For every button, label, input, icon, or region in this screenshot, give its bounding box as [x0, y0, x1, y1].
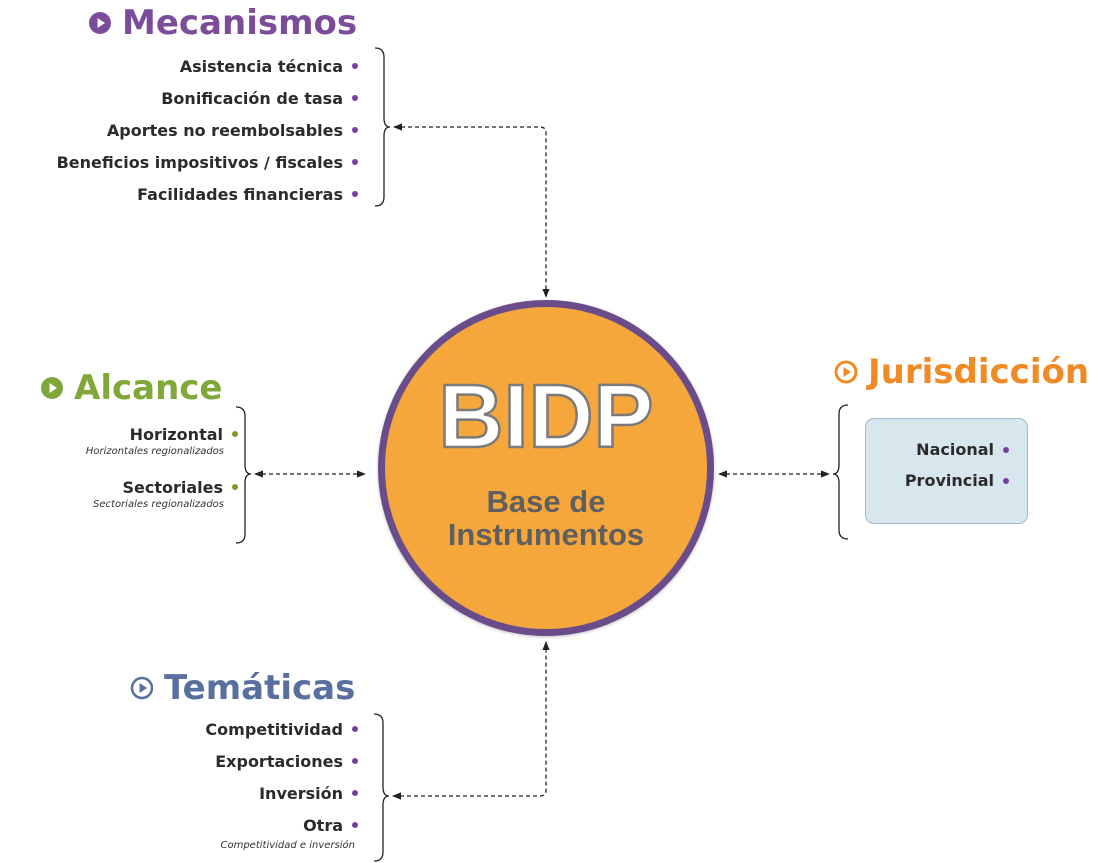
bullet-dot — [352, 191, 358, 197]
item-label: Exportaciones — [215, 751, 343, 771]
list-item: Beneficios impositivos / fiscales — [0, 146, 358, 178]
jurisdiccion-title-text: Jurisdicción — [868, 352, 1090, 392]
item-label: Inversión — [259, 783, 343, 803]
item-sublabel: Competitividad e inversión — [220, 840, 355, 851]
item-sublabel: Horizontales regionalizados — [85, 446, 224, 457]
bullet-dot — [352, 127, 358, 133]
item-label: Provincial — [904, 471, 994, 490]
play-circle-icon — [41, 377, 63, 399]
mecanismos-bracket — [374, 47, 391, 207]
list-item: Inversión — [58, 777, 358, 809]
jurisdiccion-list: Nacional Provincial — [905, 434, 1009, 496]
item-label: Sectoriales — [122, 477, 223, 497]
bullet-dot — [1003, 477, 1009, 484]
bullet-dot — [232, 484, 238, 490]
bullet-dot — [352, 726, 358, 732]
alcance-bracket — [235, 406, 252, 544]
list-item: Nacional — [905, 434, 1009, 465]
list-item: Asistencia técnica — [0, 50, 358, 82]
play-circle-icon — [130, 676, 154, 700]
item-label: Competitividad — [205, 719, 343, 739]
alcance-list: Horizontal Horizontales regionalizados S… — [0, 422, 238, 510]
list-item: Bonificación de tasa — [0, 82, 358, 114]
alcance-title-text: Alcance — [74, 368, 223, 408]
center-subtitle-line1: Base de — [486, 484, 606, 519]
bullet-dot — [352, 159, 358, 165]
alcance-title: Alcance — [40, 368, 222, 408]
list-item: Aportes no reembolsables — [0, 114, 358, 146]
center-title: BIDP — [437, 367, 655, 467]
jurisdiccion-box: Nacional Provincial — [865, 418, 1028, 524]
tematicas-title: Temáticas — [130, 668, 355, 708]
bullet-dot — [352, 63, 358, 69]
bullet-dot — [352, 822, 358, 828]
item-label: Bonificación de tasa — [161, 88, 343, 108]
list-item: Sectoriales — [0, 475, 238, 499]
tematicas-connector — [392, 641, 550, 800]
item-label: Facilidades financieras — [137, 184, 343, 204]
list-item: Provincial — [905, 465, 1009, 496]
play-circle-icon — [89, 12, 111, 34]
jurisdiccion-title: Jurisdicción — [834, 352, 1089, 392]
item-label: Beneficios impositivos / fiscales — [56, 152, 343, 172]
tematicas-bracket — [373, 713, 390, 862]
bullet-dot — [352, 790, 358, 796]
list-item: Horizontal — [0, 422, 238, 446]
item-label: Horizontal — [129, 424, 223, 444]
bullet-dot — [232, 431, 238, 437]
tematicas-title-text: Temáticas — [164, 668, 356, 708]
item-label: Nacional — [916, 440, 994, 459]
mecanismos-title-text: Mecanismos — [122, 3, 358, 43]
item-label: Otra — [303, 815, 343, 835]
list-item: Otra — [58, 809, 358, 841]
list-item: Facilidades financieras — [0, 178, 358, 210]
play-circle-icon — [834, 360, 858, 384]
center-subtitle: Base de Instrumentos — [385, 485, 707, 551]
center-circle: BIDP Base de Instrumentos — [378, 300, 714, 636]
item-label: Asistencia técnica — [179, 56, 343, 76]
mecanismos-title: Mecanismos — [88, 3, 357, 43]
list-item: Exportaciones — [58, 745, 358, 777]
jurisdiccion-bracket — [832, 404, 849, 540]
bullet-dot — [352, 95, 358, 101]
bullet-dot — [1003, 446, 1009, 453]
bullet-dot — [352, 758, 358, 764]
item-label: Aportes no reembolsables — [106, 120, 343, 140]
center-subtitle-line2: Instrumentos — [447, 517, 645, 552]
list-item: Competitividad — [58, 713, 358, 745]
item-sublabel: Sectoriales regionalizados — [93, 499, 224, 510]
tematicas-list: Competitividad Exportaciones Inversión O… — [58, 713, 358, 841]
mecanismos-connector — [393, 123, 550, 298]
mecanismos-list: Asistencia técnica Bonificación de tasa … — [0, 50, 358, 210]
